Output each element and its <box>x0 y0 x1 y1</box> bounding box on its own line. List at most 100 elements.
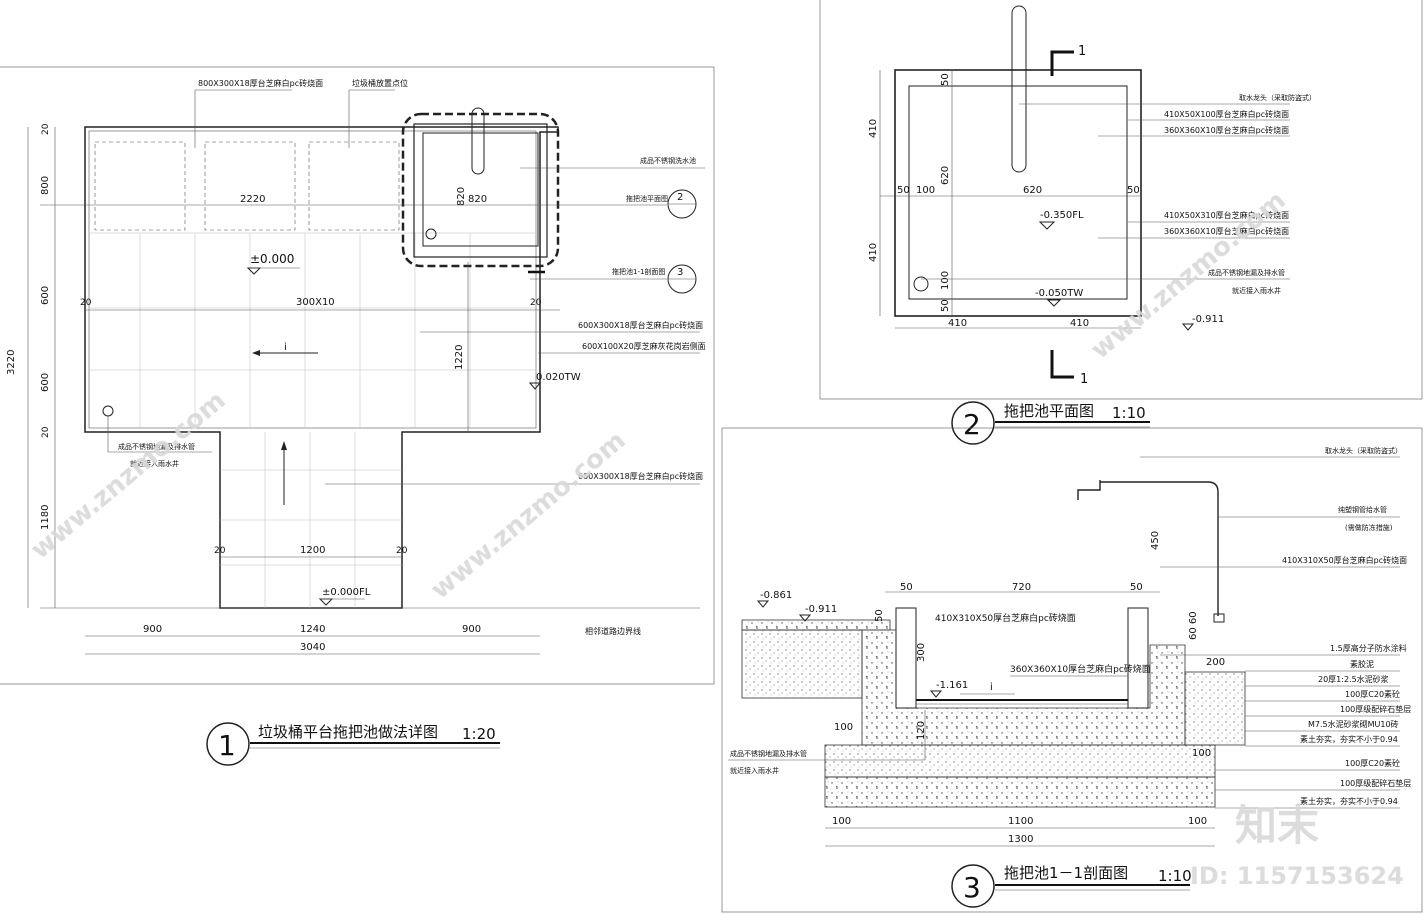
label-drain-2: 就近接入雨水井 <box>130 459 179 468</box>
label-3-tap: 取水龙头（采取防盗式） <box>1325 446 1402 455</box>
title-circle-1 <box>206 722 250 766</box>
dim-3040: 3040 <box>300 642 325 653</box>
supply-pipe <box>1100 481 1219 616</box>
dim-20-top: 20 <box>41 123 51 135</box>
bin-positions <box>94 141 400 231</box>
dim-3-300: 300 <box>916 643 927 662</box>
label-tile-top: 800X300X18厚台芝麻白pc砖烧面 <box>198 78 323 88</box>
pool-wall-left <box>895 607 917 709</box>
dim-900-a: 900 <box>143 624 162 635</box>
mop-inner <box>908 85 1128 300</box>
pool-wall-right <box>1127 607 1149 709</box>
drawing-1: 2220 820 820 ±0.000 300X10 i 3220 800 60… <box>0 66 715 766</box>
drawing-2-frame <box>819 0 1423 400</box>
dim-100-v: 100 <box>940 271 951 290</box>
level-350: -0.350FL <box>1040 210 1084 221</box>
drawing-2: 1 1 410 410 50 620 100 50 50 100 620 50 … <box>819 0 1423 445</box>
label-3-pipe: 纯塑钢管给水管 <box>1338 505 1387 514</box>
label-2-l2: 360X360X10厚台芝麻白pc砖烧面 <box>1164 125 1289 135</box>
dim-3-100d: 100 <box>1188 816 1207 827</box>
dim-50-v2: 50 <box>940 299 951 312</box>
scale-2: 1:10 <box>1112 404 1146 422</box>
dim-3-100b: 100 <box>1192 748 1211 759</box>
dim-410-h2: 410 <box>1070 318 1089 329</box>
floor-drain-icon-2 <box>102 405 114 417</box>
label-2-drain1: 成品不锈钢地漏及排水管 <box>1208 268 1285 277</box>
dim-3-1300: 1300 <box>1008 834 1033 845</box>
label-curb: 600X100X20厚芝麻灰花岗岩侧面 <box>582 341 706 351</box>
label-3-c20b: 100厚C20素砼 <box>1345 758 1400 768</box>
drawing-1-frame <box>0 66 715 685</box>
title-1: 垃圾桶平台拖把池做法详图 <box>258 723 438 741</box>
dim-3-120: 120 <box>916 721 927 740</box>
dim-20-left: 20 <box>80 298 92 308</box>
label-3-inner1: 410X310X50厚台芝麻白pc砖烧面 <box>935 612 1076 624</box>
top-slab-left <box>741 619 891 631</box>
dim-3-50a: 50 <box>900 582 913 593</box>
tap-spout-icon <box>1077 480 1101 500</box>
label-boundary: 相邻道路边界线 <box>585 626 641 636</box>
ref-no-3: 3 <box>677 267 683 278</box>
fill-right <box>1184 671 1246 746</box>
dim-900-b: 900 <box>462 624 481 635</box>
base-gravel <box>824 776 1216 808</box>
dim-1200: 1200 <box>300 545 325 556</box>
watermark-site-2: www.znzmo.com <box>425 425 631 605</box>
watermark-brand: 知末 <box>1235 801 1319 850</box>
tap-plan-icon <box>1011 5 1027 173</box>
dim-50-v: 50 <box>940 73 951 86</box>
dim-1240: 1240 <box>300 624 325 635</box>
dim-3-6060: 60 60 <box>1188 611 1199 640</box>
label-3-brick: M7.5水泥砂浆砌MU10砖 <box>1308 719 1399 729</box>
dim-800: 800 <box>40 176 51 195</box>
dim-3-450: 450 <box>1150 531 1161 550</box>
level-0: ±0.000 <box>250 252 294 266</box>
dim-410-v2: 410 <box>868 243 879 262</box>
arrow-left-icon <box>252 350 260 356</box>
tap-icon <box>471 107 485 175</box>
base-c20 <box>824 744 1216 778</box>
level-1161: -1.161 <box>936 680 968 691</box>
level-911b: -0.911 <box>805 604 837 615</box>
platform-inner <box>88 130 537 429</box>
level-tw: 0.020TW <box>536 372 581 383</box>
slope-label-1: i <box>284 342 287 353</box>
dim-20-b1: 20 <box>214 546 226 556</box>
section-no-bottom: 1 <box>1080 372 1088 387</box>
ref-no-2: 2 <box>677 192 683 203</box>
watermark-id: ID: 1157153624 <box>1190 862 1404 890</box>
dim-300x10: 300X10 <box>296 297 335 308</box>
title-3: 拖把池1－1剖面图 <box>1004 864 1128 882</box>
scale-3: 1:10 <box>1158 867 1192 885</box>
dim-620-h: 620 <box>1023 185 1042 196</box>
label-2-l4: 360X360X10厚台芝麻白pc砖烧面 <box>1164 226 1289 236</box>
dim-50-h2: 50 <box>1127 185 1140 196</box>
dim-3-100a: 100 <box>834 722 853 733</box>
section-no-top: 1 <box>1078 44 1086 59</box>
dim-100-h: 100 <box>916 185 935 196</box>
dim-1220: 1220 <box>454 345 465 370</box>
layer-labels-right: 1.5厚高分子防水涂料 素胶泥 20厚1:2.5水泥砂浆 100厚C20素砼 1… <box>1160 643 1411 809</box>
title-circle-2 <box>951 401 995 445</box>
title-2: 拖把池平面图 <box>1004 402 1094 420</box>
dim-20-mid: 20 <box>41 426 51 438</box>
dim-600-a: 600 <box>40 286 51 305</box>
dim-820-v: 820 <box>456 187 467 206</box>
label-sec-ref: 拖把池1-1剖面图 <box>612 267 665 276</box>
scale-1: 1:20 <box>462 725 496 743</box>
dim-3220: 3220 <box>6 350 17 375</box>
label-bin-pos: 垃圾桶放置点位 <box>352 78 408 88</box>
label-3-soilb: 素土夯实，夯实不小于0.94 <box>1300 796 1398 806</box>
label-3-mortar: 20厚1:2.5水泥砂浆 <box>1318 674 1389 684</box>
floor-drain-icon <box>425 228 437 240</box>
label-3-gravelb: 100厚级配碎石垫层 <box>1340 778 1411 788</box>
dim-50-h1: 50 <box>897 185 910 196</box>
level-911: -0.911 <box>1192 314 1224 325</box>
label-tile-path: 600X300X18厚台芝麻白pc砖烧面 <box>578 471 703 481</box>
label-2-l1: 410X50X100厚台芝麻白pc砖烧面 <box>1164 109 1289 119</box>
label-3-waterproof: 1.5厚高分子防水涂料 <box>1330 643 1407 653</box>
drawing-3: 50 720 50 450 50 300 120 100 100 200 60 … <box>721 427 1423 913</box>
label-2-drain2: 就近接入雨水井 <box>1232 286 1281 295</box>
label-drain-1: 成品不锈钢地漏及排水管 <box>118 442 195 451</box>
